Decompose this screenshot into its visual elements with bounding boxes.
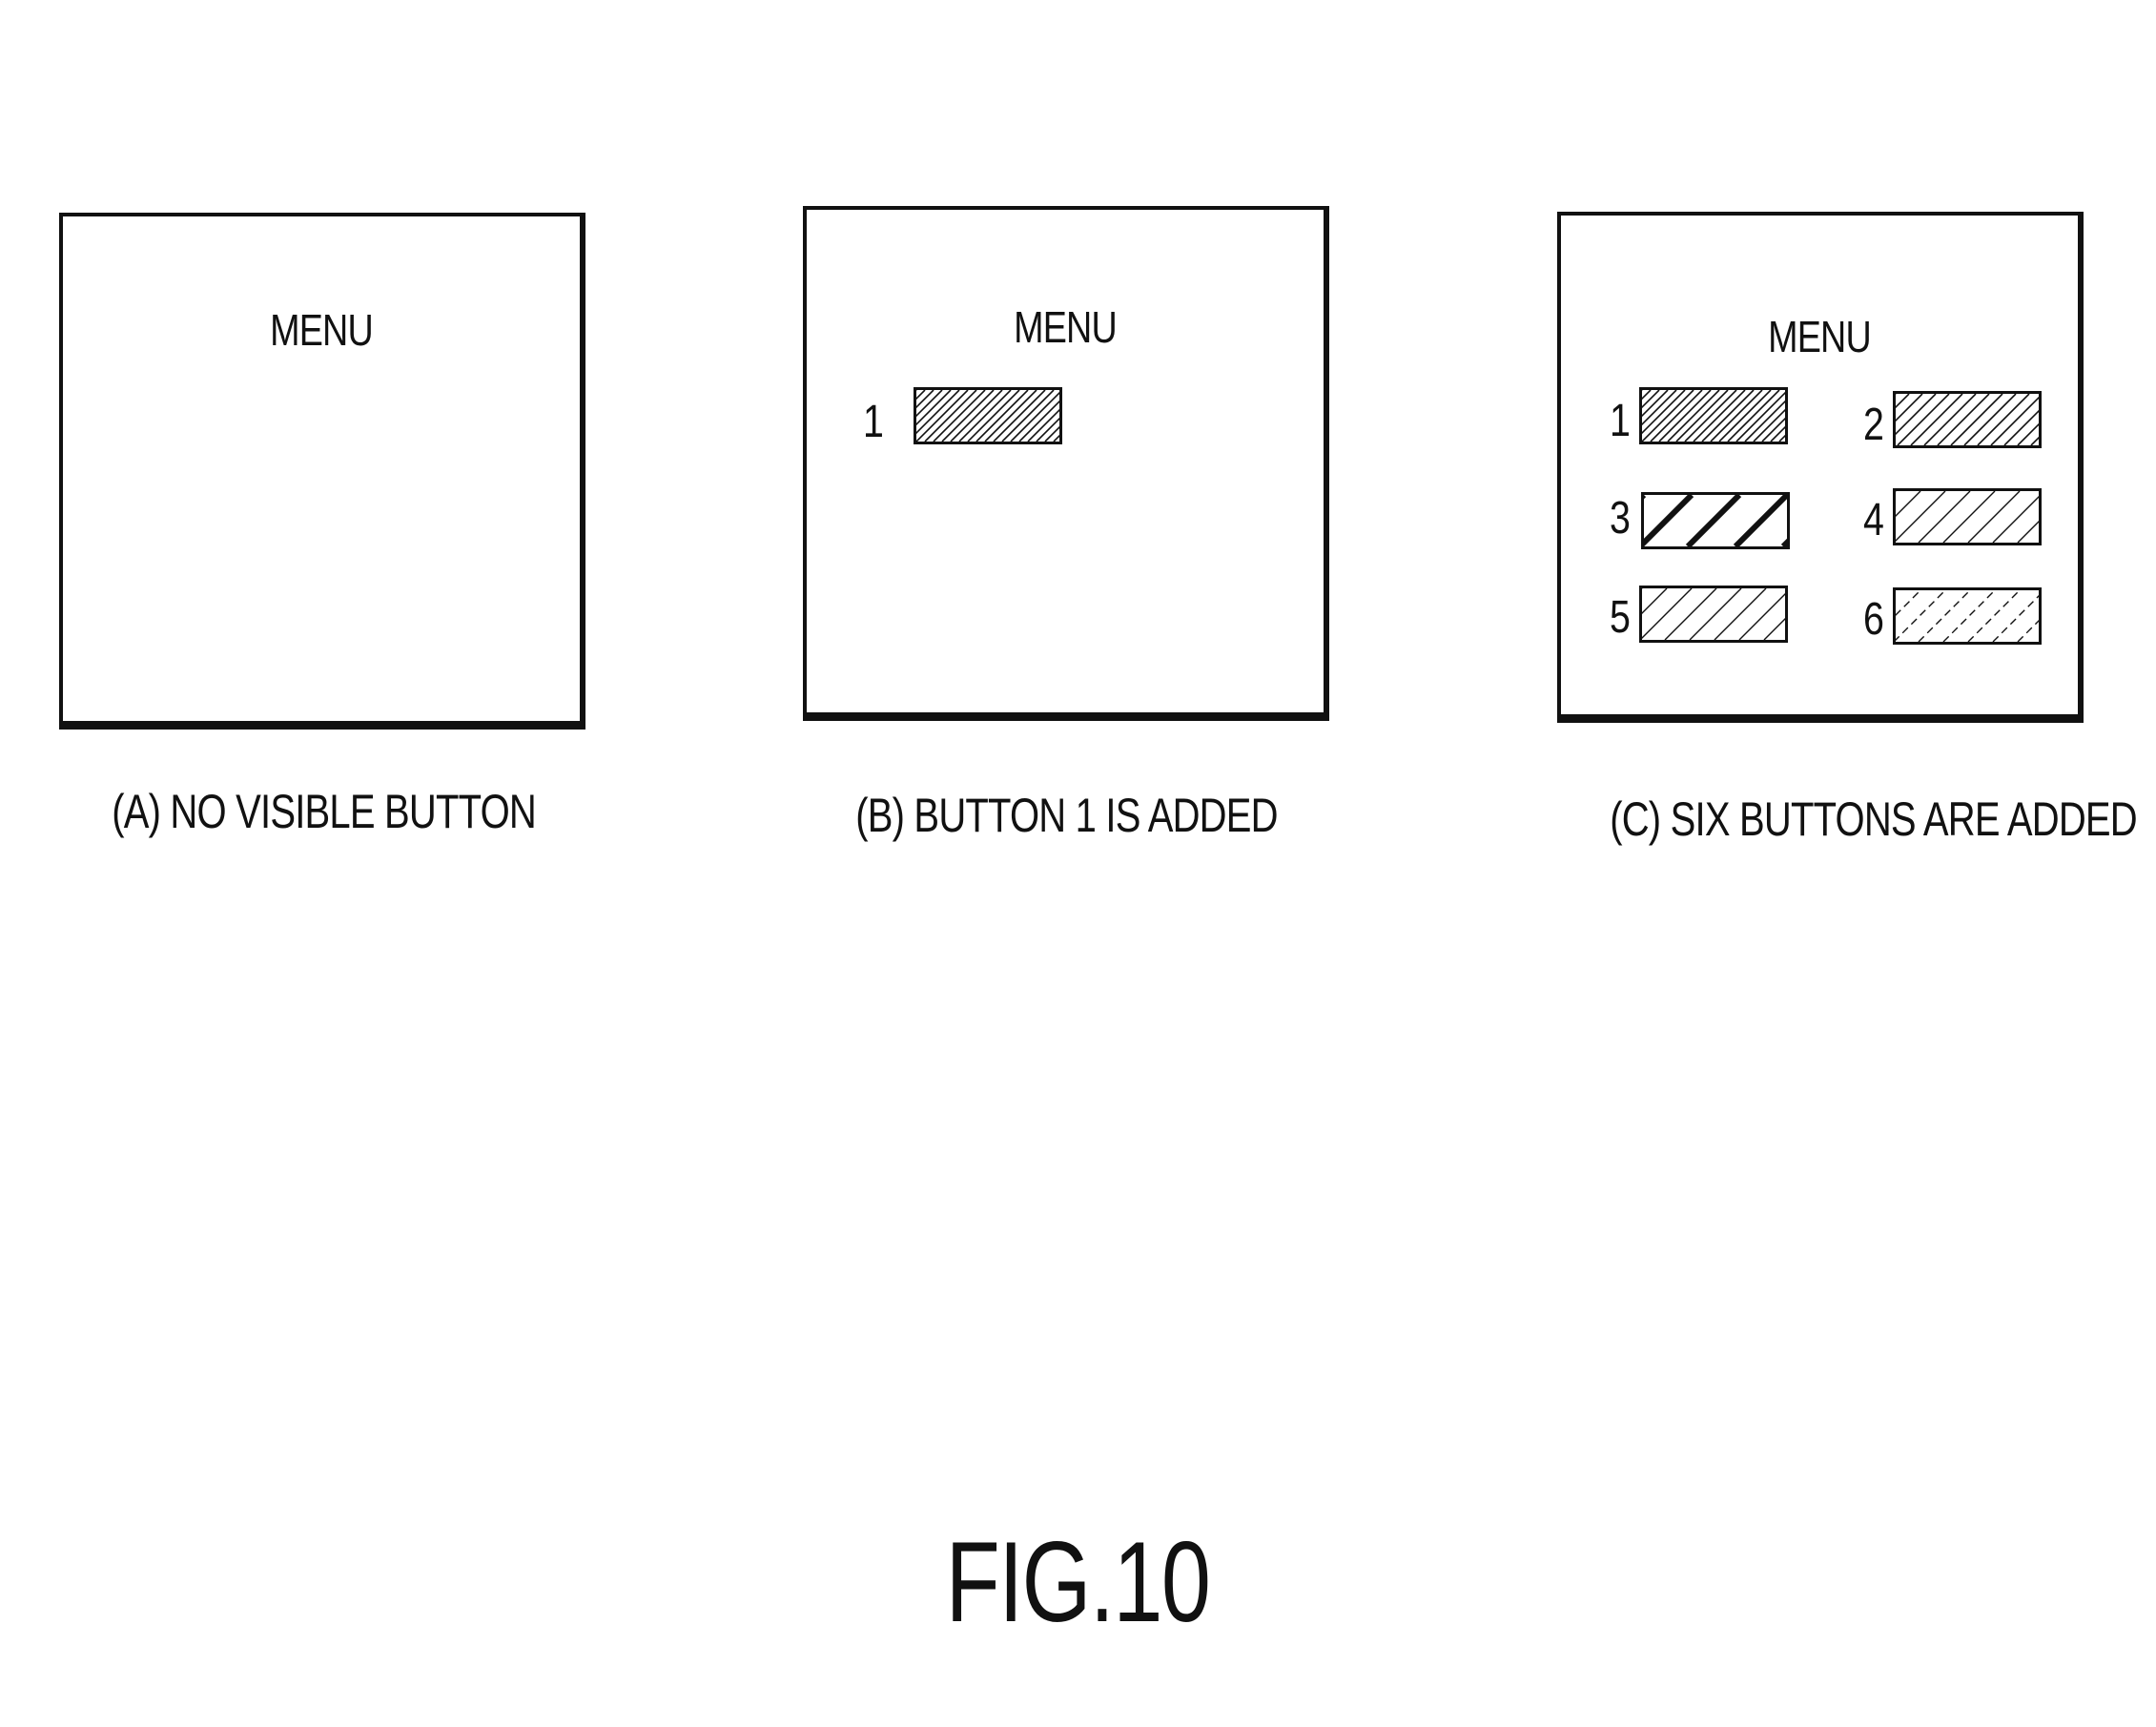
hatch-line	[1919, 491, 1970, 543]
hatch-line	[1898, 394, 1949, 445]
menu-title: MENU	[110, 304, 533, 356]
hatch-line	[1665, 588, 1716, 640]
hatch-line	[1943, 590, 1995, 642]
hatch-line	[1715, 588, 1766, 640]
hatch-line	[1644, 495, 1692, 546]
hatch-line	[1642, 588, 1667, 640]
figure-label: FIG.10	[892, 1516, 1263, 1648]
hatch-line	[1896, 590, 1945, 642]
hatch-line	[1964, 394, 2016, 445]
button-number: 4	[1858, 494, 1890, 546]
hatch-line	[916, 390, 959, 442]
hatch-line	[1978, 394, 2029, 445]
hatch-line	[1762, 390, 1785, 442]
menu-screen-a: MENU	[59, 213, 585, 730]
hatch-pattern	[916, 390, 1059, 442]
hatch-line	[1771, 390, 1785, 442]
button-number: 3	[1605, 492, 1636, 545]
hatch-pattern	[1896, 394, 2039, 445]
hatch-line	[1783, 495, 1787, 546]
hatch-line	[1896, 590, 1920, 642]
hatch-pattern	[1642, 588, 1785, 640]
hatch-line	[1919, 590, 1970, 642]
hatch-line	[1896, 491, 1920, 543]
hatch-line	[1993, 491, 2039, 543]
hatch-line	[1943, 491, 1995, 543]
hatch-line	[1688, 495, 1739, 546]
menu-title: MENU	[853, 301, 1277, 353]
menu-screen-b: MENU 1	[803, 206, 1329, 721]
hatch-line	[1642, 390, 1668, 442]
caption-b: (B) BUTTON 1 IS ADDED	[855, 788, 1277, 843]
menu-button-1[interactable]	[1639, 387, 1788, 444]
menu-button-5[interactable]	[1639, 586, 1788, 643]
menu-button-1[interactable]	[914, 387, 1062, 444]
hatch-line	[1735, 495, 1787, 546]
hatch-line	[916, 390, 942, 442]
hatch-pattern	[1642, 390, 1785, 442]
button-number: 1	[858, 396, 890, 448]
button-number: 2	[1858, 399, 1890, 451]
menu-button-3[interactable]	[1641, 492, 1790, 549]
hatch-pattern	[1896, 491, 2039, 543]
caption-a: (A) NO VISIBLE BUTTON	[112, 784, 533, 839]
hatch-line	[1642, 588, 1692, 640]
hatch-line	[1045, 390, 1059, 442]
hatch-pattern	[1896, 590, 2039, 642]
menu-title: MENU	[1608, 311, 2031, 362]
hatch-line	[1993, 590, 2039, 642]
menu-button-6[interactable]	[1893, 587, 2042, 645]
hatch-line	[1911, 394, 1962, 445]
hatch-line	[1764, 588, 1785, 640]
hatch-line	[1951, 394, 2002, 445]
hatch-line	[1924, 394, 1976, 445]
hatch-line	[1739, 588, 1785, 640]
hatch-line	[1896, 491, 1945, 543]
menu-screen-c: MENU 1 2 3 4 5 6	[1557, 212, 2084, 723]
menu-button-2[interactable]	[1893, 391, 2042, 448]
caption-c: (C) SIX BUTTONS ARE ADDED	[1610, 792, 2031, 847]
menu-button-4[interactable]	[1893, 488, 2042, 545]
button-number: 6	[1858, 593, 1890, 646]
button-number: 1	[1605, 395, 1636, 447]
hatch-line	[1690, 588, 1741, 640]
hatch-line	[1991, 394, 2039, 445]
hatch-line	[2018, 590, 2039, 642]
hatch-line	[1642, 390, 1685, 442]
hatch-line	[1968, 491, 2020, 543]
hatch-line	[1938, 394, 1989, 445]
hatch-line	[2018, 491, 2039, 543]
hatch-pattern	[1644, 495, 1787, 546]
hatch-line	[1037, 390, 1059, 442]
button-number: 5	[1605, 591, 1636, 644]
hatch-line	[1968, 590, 2020, 642]
